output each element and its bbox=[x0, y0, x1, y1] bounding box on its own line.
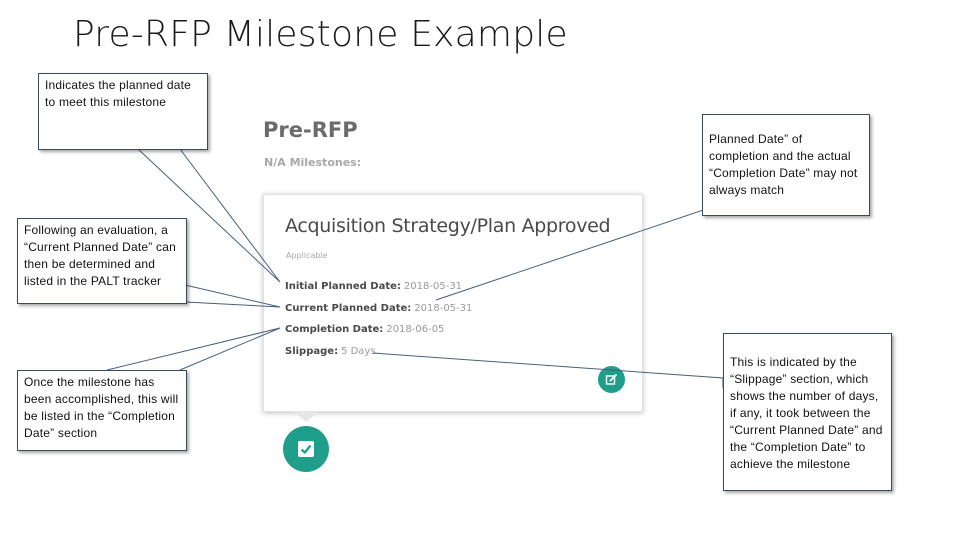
slide-title: Pre-RFP Milestone Example bbox=[73, 14, 568, 55]
callout-planned-date: Indicates the planned date to meet this … bbox=[38, 73, 208, 150]
field-value: 2018-05-31 bbox=[403, 281, 463, 292]
card-pointer bbox=[293, 411, 319, 422]
callout-slippage: This is indicated by the “Slippage” sect… bbox=[723, 333, 892, 491]
field-label: Current Planned Date: bbox=[285, 303, 412, 314]
milestone-card: Acquisition Strategy/Plan Approved Appli… bbox=[263, 194, 643, 412]
milestone-status: Applicable bbox=[286, 251, 328, 260]
field-value: 2018-06-05 bbox=[386, 324, 445, 335]
field-label: Slippage: bbox=[285, 346, 339, 357]
current-planned-date-row: Current Planned Date:2018-05-31 bbox=[285, 303, 472, 314]
callout-completion-date: Once the milestone has been accomplished… bbox=[17, 370, 187, 451]
edit-icon bbox=[605, 373, 618, 385]
edit-button[interactable] bbox=[598, 366, 625, 393]
complete-milestone-button[interactable] bbox=[283, 426, 329, 472]
completion-date-row: Completion Date:2018-06-05 bbox=[285, 324, 444, 335]
callout-dates-match: Planned Date” of completion and the actu… bbox=[702, 114, 870, 216]
callout-current-planned-date: Following an evaluation, a “Current Plan… bbox=[17, 218, 187, 304]
phase-title: Pre-RFP bbox=[263, 118, 358, 142]
check-icon bbox=[298, 441, 314, 457]
initial-planned-date-row: Initial Planned Date:2018-05-31 bbox=[285, 281, 462, 292]
milestone-title: Acquisition Strategy/Plan Approved bbox=[285, 215, 611, 237]
na-milestones-label: N/A Milestones: bbox=[264, 156, 362, 169]
slippage-row: Slippage:5 Days bbox=[285, 346, 376, 357]
field-label: Initial Planned Date: bbox=[285, 281, 401, 292]
field-value: 2018-05-31 bbox=[414, 303, 473, 314]
field-label: Completion Date: bbox=[285, 324, 384, 335]
field-value: 5 Days bbox=[341, 346, 376, 357]
